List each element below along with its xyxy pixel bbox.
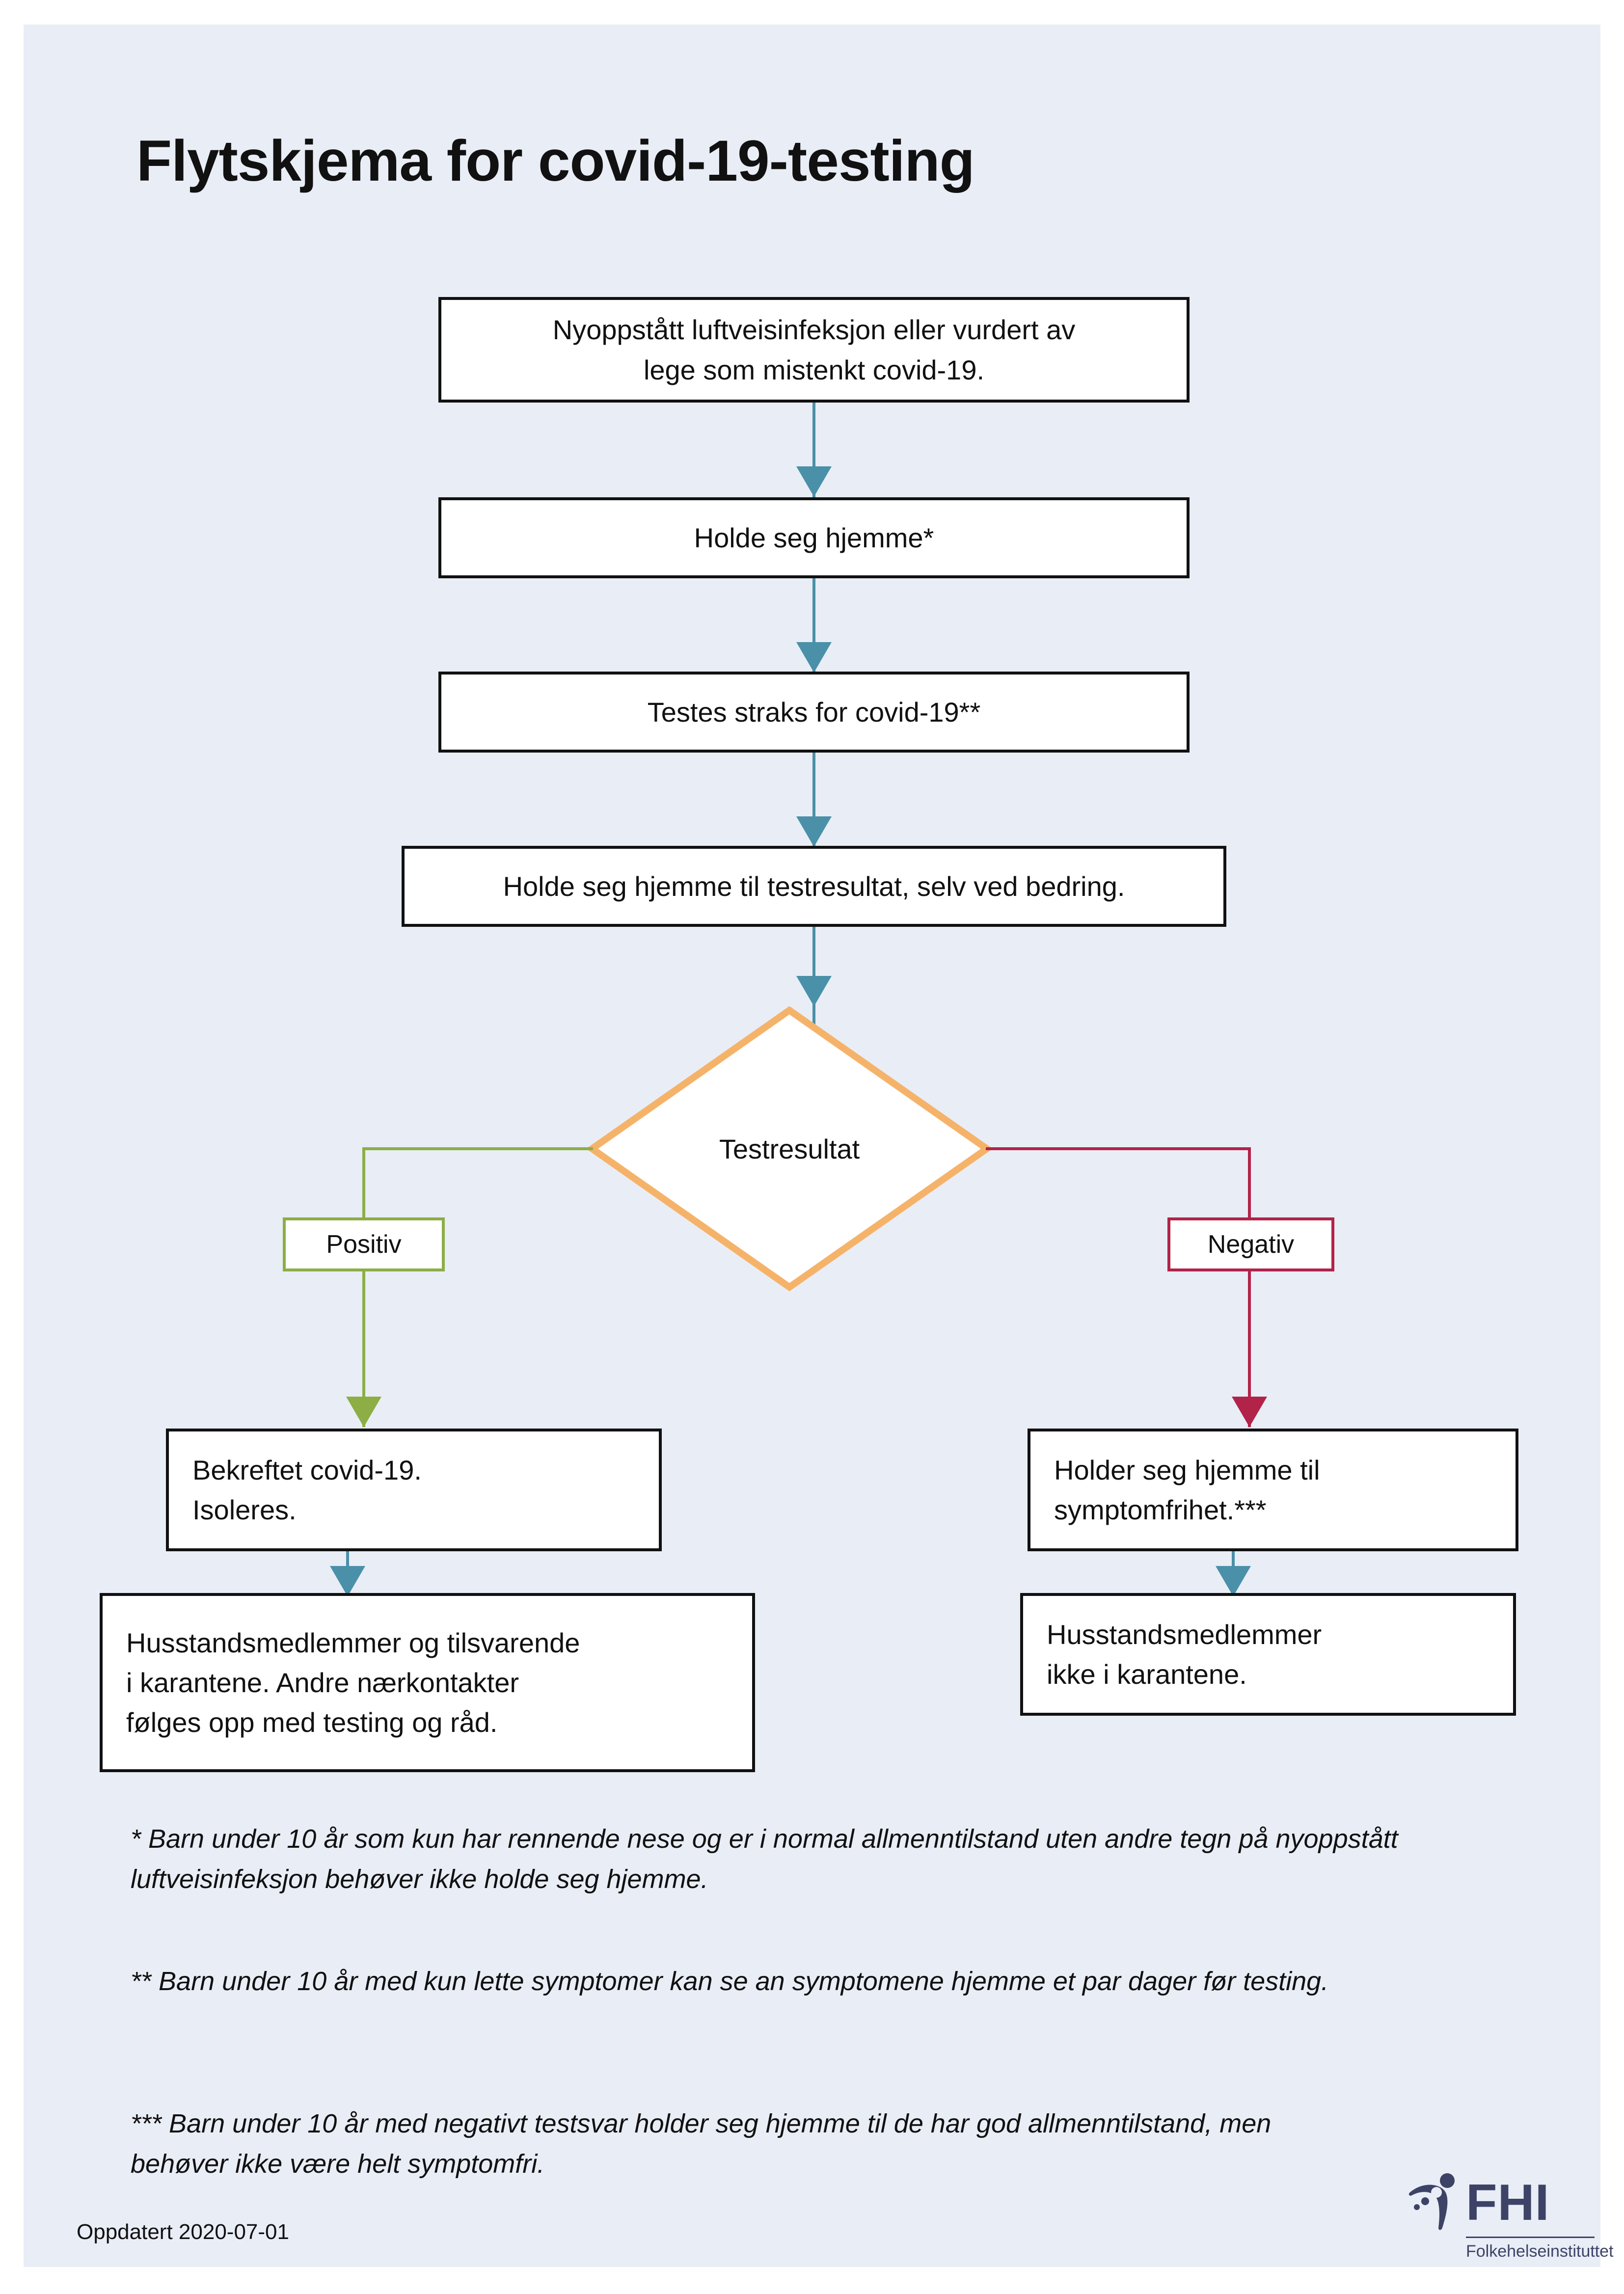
- flow-node-positive-contacts: Husstandsmedlemmer og tilsvarende i kara…: [100, 1593, 755, 1772]
- branch-negative-arrow: [1232, 1397, 1267, 1427]
- connector-positive-outcome-to-contacts-arrow: [330, 1566, 365, 1596]
- flow-node-start-label: Nyoppstått luftveisinfeksjon eller vurde…: [552, 314, 1076, 385]
- branch-positive-arrow: [346, 1397, 381, 1427]
- branch-label-positive-text: Positiv: [326, 1230, 402, 1259]
- fhi-logo-divider: [1466, 2237, 1595, 2238]
- updated-date: Oppdatert 2020-07-01: [77, 2220, 289, 2244]
- branch-negative-vertical: [1248, 1147, 1251, 1427]
- flow-node-decision: Testresultat: [588, 1006, 991, 1291]
- flow-node-negative-outcome-label: Holder seg hjemme til symptomfrihet.***: [1054, 1454, 1320, 1525]
- flow-node-start: Nyoppstått luftveisinfeksjon eller vurde…: [438, 297, 1190, 403]
- poster-canvas: Flytskjema for covid-19-testing Nyoppstå…: [24, 25, 1614, 2269]
- branch-label-negative-text: Negativ: [1207, 1230, 1295, 1259]
- flow-node-positive-outcome-label: Bekreftet covid-19. Isoleres.: [192, 1454, 422, 1525]
- flow-node-stay-home-label: Holde seg hjemme*: [694, 522, 934, 553]
- flow-node-negative-contacts: Husstandsmedlemmer ikke i karantene.: [1020, 1593, 1516, 1716]
- fhi-subtitle: Folkehelseinstituttet: [1466, 2242, 1614, 2261]
- connector-test-to-await-arrow: [796, 816, 832, 847]
- connector-start-to-stayhome-line: [812, 403, 815, 501]
- flow-node-await-result-label: Holde seg hjemme til testresultat, selv …: [503, 870, 1125, 902]
- connector-await-to-decision-arrow: [796, 976, 832, 1006]
- flow-node-test-label: Testes straks for covid-19**: [647, 696, 981, 728]
- flow-node-negative-outcome: Holder seg hjemme til symptomfrihet.***: [1028, 1429, 1518, 1551]
- footnote-1: * Barn under 10 år som kun har rennende …: [131, 1824, 1398, 1894]
- branch-positive-vertical: [362, 1147, 365, 1427]
- flow-node-positive-contacts-label: Husstandsmedlemmer og tilsvarende i kara…: [126, 1627, 580, 1738]
- flow-node-stay-home: Holde seg hjemme*: [438, 497, 1190, 578]
- connector-stayhome-to-test-line: [812, 578, 815, 676]
- flow-node-decision-label: Testresultat: [719, 1133, 860, 1164]
- branch-label-positive: Positiv: [283, 1217, 445, 1271]
- connector-negative-outcome-to-contacts-arrow: [1216, 1566, 1251, 1596]
- page-title: Flytskjema for covid-19-testing: [136, 129, 975, 193]
- fhi-logo: FHI Folkehelseinstituttet: [1408, 2171, 1614, 2269]
- flow-node-await-result: Holde seg hjemme til testresultat, selv …: [402, 846, 1226, 927]
- flow-node-positive-outcome: Bekreftet covid-19. Isoleres.: [166, 1429, 662, 1551]
- branch-negative-horizontal: [986, 1147, 1251, 1150]
- connector-stayhome-to-test-arrow: [796, 642, 832, 673]
- fhi-figure-icon: [1408, 2173, 1455, 2230]
- connector-test-to-await-line: [812, 753, 815, 851]
- fhi-acronym: FHI: [1466, 2174, 1550, 2231]
- footnote-3: *** Barn under 10 år med negativt testsv…: [131, 2109, 1272, 2179]
- flow-node-test: Testes straks for covid-19**: [438, 672, 1190, 753]
- branch-label-negative: Negativ: [1167, 1217, 1334, 1271]
- flow-node-negative-contacts-label: Husstandsmedlemmer ikke i karantene.: [1047, 1619, 1322, 1690]
- decision-diamond-shape: [588, 1006, 991, 1291]
- branch-positive-horizontal: [362, 1147, 593, 1150]
- footnote-2: ** Barn under 10 år med kun lette sympto…: [131, 1967, 1329, 1996]
- connector-start-to-stayhome-arrow: [796, 466, 832, 497]
